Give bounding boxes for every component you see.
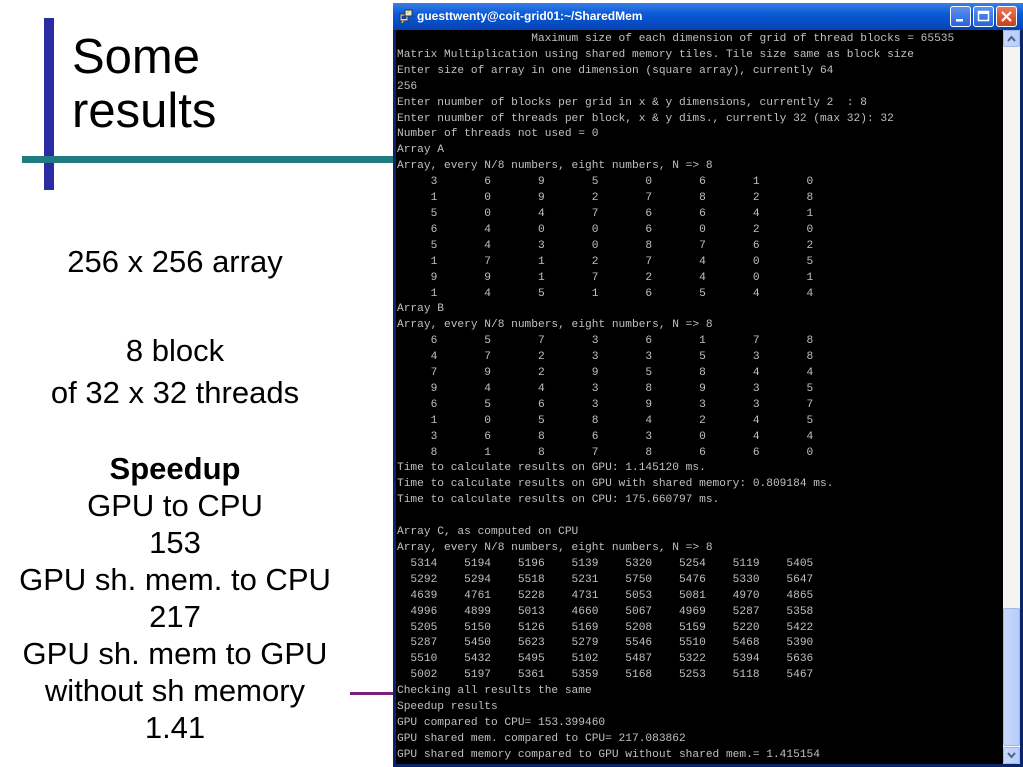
console-line: Checking all results the same [397, 685, 592, 698]
console-line: Array C, as computed on CPU [397, 526, 579, 539]
slide-title-text: Some results [72, 30, 217, 138]
console-line: 6 4 0 0 6 0 2 0 [430, 223, 814, 236]
console-line: GPU shared memory compared to GPU withou… [397, 748, 820, 761]
console-line: 6 5 6 3 9 3 3 7 [430, 398, 814, 411]
speedup-line: 217 [149, 599, 201, 634]
console-line: 5314 5194 5196 5139 5320 5254 5119 5405 [410, 557, 814, 570]
console-line: 7 9 2 9 5 8 4 4 [430, 367, 814, 380]
putty-icon[interactable] [399, 9, 413, 24]
title-accent-horizontal-bar [22, 156, 394, 163]
speedup-summary: Speedup GPU to CPU 153 GPU sh. mem. to C… [0, 450, 350, 746]
chevron-down-icon [1007, 752, 1016, 759]
console-line: 5 4 3 0 8 7 6 2 [430, 239, 814, 252]
console-line: Array B [397, 303, 444, 316]
speedup-line: 153 [149, 525, 201, 560]
console-line: Time to calculate results on GPU with sh… [397, 478, 834, 491]
chevron-up-icon [1007, 35, 1016, 42]
console-line: 5002 5197 5361 5359 5168 5253 5118 5467 [410, 669, 814, 682]
scrollbar-thumb[interactable] [1003, 608, 1020, 746]
console-line: 6 5 7 3 6 1 7 8 [430, 335, 814, 348]
console-line: Enter nuumber of threads per block, x & … [397, 112, 894, 125]
console-line: Array, every N/8 numbers, eight numbers,… [397, 319, 713, 332]
console-line: Array, every N/8 numbers, eight numbers,… [397, 160, 713, 173]
scroll-down-button[interactable] [1003, 747, 1020, 764]
console-line: Array, every N/8 numbers, eight numbers,… [397, 542, 713, 554]
console-line: GPU compared to CPU= 153.399460 [397, 716, 606, 729]
console-line: Time to calculate results on CPU: 175.66… [397, 494, 720, 507]
console-line: 5292 5294 5518 5231 5750 5476 5330 5647 [410, 573, 814, 586]
console-line: 3 6 9 5 0 6 1 0 [430, 176, 814, 189]
vertical-scrollbar[interactable] [1003, 30, 1020, 764]
console-line: 256 [397, 80, 418, 93]
speedup-line: GPU sh. mem to GPU [22, 636, 328, 671]
minimize-icon [956, 19, 963, 22]
close-button[interactable] [996, 6, 1017, 27]
terminal-window: guesttwenty@coit-grid01:~/SharedMem Maxi… [393, 3, 1023, 767]
speedup-line: GPU sh. mem. to CPU [19, 562, 331, 597]
console-line: GPU shared mem. compared to CPU= 217.083… [397, 732, 686, 745]
console-line: Speedup results [397, 701, 498, 714]
pointer-line [350, 692, 396, 695]
console-line: 1 0 5 8 4 2 4 5 [430, 414, 814, 427]
array-size-label: 256 x 256 array [0, 243, 350, 280]
console-line: 5205 5150 5126 5169 5208 5159 5220 5422 [410, 621, 814, 634]
console-line: 1 7 1 2 7 4 0 5 [430, 255, 814, 268]
console-line: 4 7 2 3 3 5 3 8 [430, 351, 814, 364]
block-count-text: 8 block [125, 333, 225, 368]
console-line: Number of threads not used = 0 [397, 128, 599, 141]
array-size-text: 256 x 256 array [67, 244, 283, 279]
maximize-button[interactable] [973, 6, 994, 27]
console-line: 9 9 1 7 2 4 0 1 [430, 271, 814, 284]
speedup-line: GPU to CPU [87, 488, 263, 523]
console-line: 5510 5432 5495 5102 5487 5322 5394 5636 [410, 653, 814, 666]
console-line: 4639 4761 5228 4731 5053 5081 4970 4865 [410, 589, 814, 602]
threads-config-text: of 32 x 32 threads [50, 375, 300, 410]
maximize-icon [977, 10, 990, 22]
console-line: Time to calculate results on GPU: 1.1451… [397, 462, 706, 475]
console-line: Matrix Multiplication using shared memor… [397, 48, 914, 61]
speedup-heading: Speedup [109, 451, 241, 486]
window-title: guesttwenty@coit-grid01:~/SharedMem [417, 9, 643, 23]
minimize-button[interactable] [950, 6, 971, 27]
console-line: Enter size of array in one dimension (sq… [397, 64, 834, 77]
console-line: Array A [397, 144, 444, 157]
slide-title: Some results [72, 30, 216, 138]
console-output[interactable]: Maximum size of each dimension of grid o… [396, 30, 1003, 764]
close-icon [1001, 11, 1012, 22]
console-line: 9 4 4 3 8 9 3 5 [430, 382, 814, 395]
console-text: Maximum size of each dimension of grid o… [397, 32, 954, 764]
console-line: 8 1 8 7 8 6 6 0 [430, 446, 814, 459]
console-line: 5 0 4 7 6 6 4 1 [430, 207, 814, 220]
scroll-up-button[interactable] [1003, 30, 1020, 47]
speedup-line: 1.41 [144, 710, 206, 745]
console-line: 3 6 8 6 3 0 4 4 [430, 430, 814, 443]
console-line: Maximum size of each dimension of grid o… [531, 33, 955, 45]
console-line: 1 0 9 2 7 8 2 8 [430, 192, 814, 205]
console-line: 1 4 5 1 6 5 4 4 [430, 287, 814, 300]
window-titlebar[interactable]: guesttwenty@coit-grid01:~/SharedMem [393, 3, 1023, 30]
speedup-line: without sh memory [44, 673, 306, 708]
console-line: 5287 5450 5623 5279 5546 5510 5468 5390 [410, 637, 814, 650]
block-config: 8 block of 32 x 32 threads [0, 330, 350, 414]
title-accent-vertical-bar [44, 18, 54, 190]
console-line: Enter nuumber of blocks per grid in x & … [397, 96, 867, 109]
console-line: 4996 4899 5013 4660 5067 4969 5287 5358 [410, 605, 814, 618]
